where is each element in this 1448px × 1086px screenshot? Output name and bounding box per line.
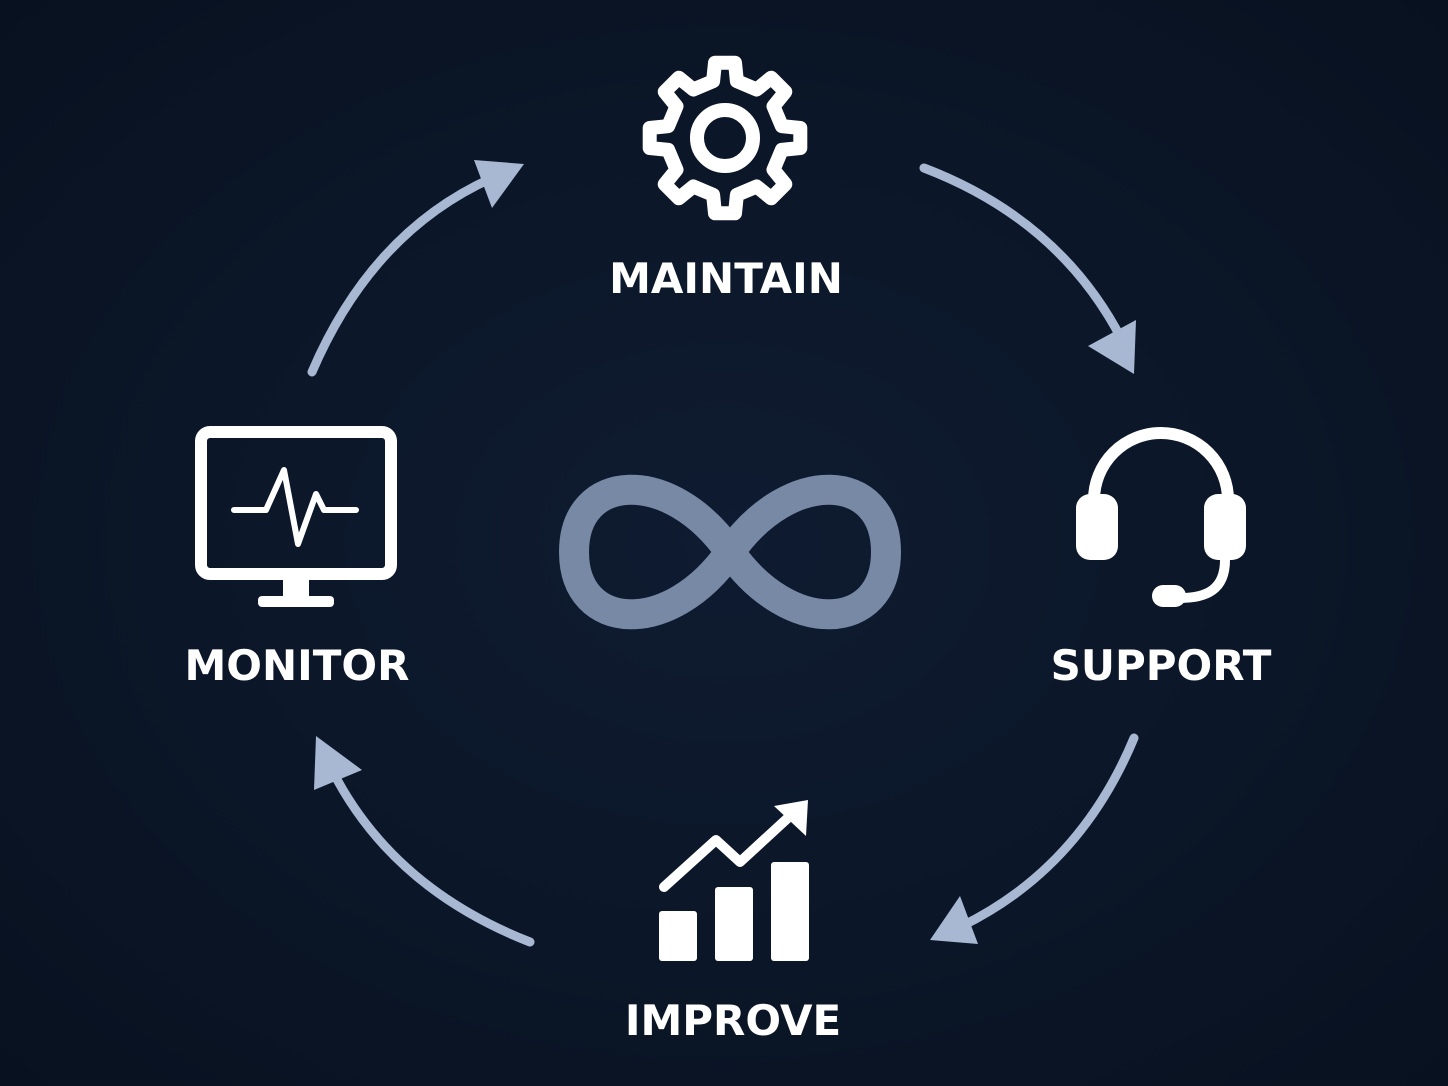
arrow-support-to-improve xyxy=(957,733,1139,931)
gear-icon xyxy=(642,55,808,221)
step-label-support: SUPPORT xyxy=(1050,641,1272,690)
step-label-maintain: MAINTAIN xyxy=(609,254,843,303)
step-label-improve: IMPROVE xyxy=(624,996,842,1045)
arrowhead-maintain-to-support xyxy=(1088,320,1136,374)
arrow-improve-to-monitor xyxy=(327,765,535,947)
arrow-monitor-to-maintain xyxy=(307,173,497,377)
arrowhead-support-to-improve xyxy=(930,896,978,944)
growth-chart-icon xyxy=(659,800,809,961)
step-label-monitor: MONITOR xyxy=(184,641,410,690)
monitor-pulse-icon xyxy=(195,426,397,607)
arrowhead-improve-to-monitor xyxy=(314,736,362,790)
headset-icon xyxy=(1076,427,1246,607)
infinity-icon xyxy=(558,474,902,630)
arrowhead-monitor-to-maintain xyxy=(474,160,524,208)
arrow-maintain-to-support xyxy=(919,163,1127,345)
